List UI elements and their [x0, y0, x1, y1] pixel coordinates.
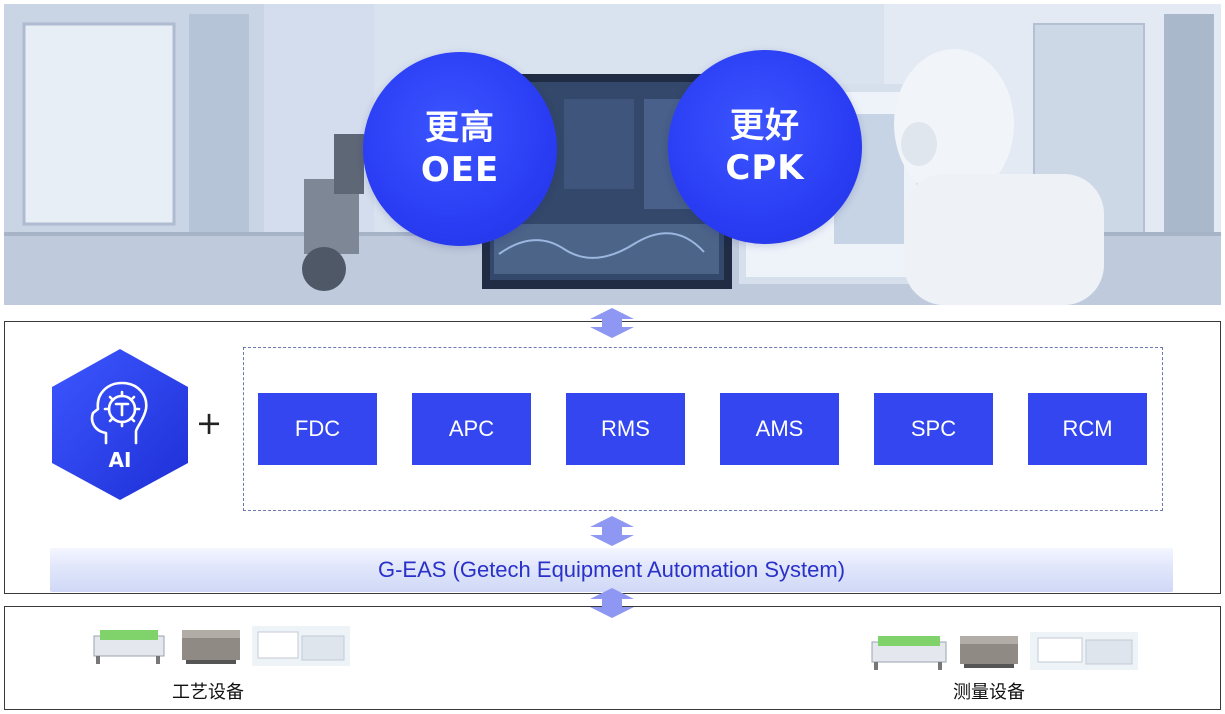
- bidirectional-arrow-icon: [590, 588, 634, 618]
- conveyor-machine-icon: [871, 636, 947, 670]
- furnace-machine-icon: [182, 630, 240, 664]
- furnace-machine-icon: [960, 636, 1018, 668]
- inspection-machine-icon: [252, 626, 350, 666]
- oee-bubble: 更高 OEE: [363, 52, 557, 246]
- measurement-equipment-images: [868, 630, 1143, 676]
- plus-sign: +: [195, 404, 223, 442]
- ai-label: AI: [108, 448, 132, 472]
- inspection-machine-icon: [1030, 632, 1138, 670]
- cpk-bubble-line1: 更好: [730, 106, 800, 146]
- bidirectional-arrow-icon: [590, 516, 634, 546]
- ai-hexagon: [52, 349, 188, 500]
- cpk-bubble-line2: CPK: [725, 148, 805, 188]
- geas-platform-label: G-EAS (Getech Equipment Automation Syste…: [377, 557, 846, 582]
- cpk-bubble: 更好 CPK: [668, 50, 862, 244]
- modules-group: [243, 347, 1163, 511]
- process-equipment-caption: 工艺设备: [172, 682, 244, 703]
- geas-platform-bar: G-EAS (Getech Equipment Automation Syste…: [50, 548, 1173, 592]
- module-spc[interactable]: SPC: [874, 393, 993, 465]
- module-ams[interactable]: AMS: [720, 393, 839, 465]
- process-equipment-images: [90, 626, 360, 672]
- module-fdc[interactable]: FDC: [258, 393, 377, 465]
- lab-background-image: [4, 4, 1221, 305]
- module-apc[interactable]: APC: [412, 393, 531, 465]
- hero-banner: 更高 OEE 更好 CPK: [4, 4, 1221, 305]
- module-rcm[interactable]: RCM: [1028, 393, 1147, 465]
- measurement-equipment-icons: [871, 632, 1138, 670]
- bidirectional-arrow-icon: [590, 308, 634, 338]
- measurement-equipment-caption: 测量设备: [953, 682, 1025, 703]
- oee-bubble-line1: 更高: [425, 108, 495, 148]
- module-rms[interactable]: RMS: [566, 393, 685, 465]
- process-equipment-icons: [93, 626, 350, 666]
- ai-head-gear-icon: [90, 381, 148, 445]
- conveyor-machine-icon: [93, 630, 165, 664]
- oee-bubble-line2: OEE: [420, 150, 500, 190]
